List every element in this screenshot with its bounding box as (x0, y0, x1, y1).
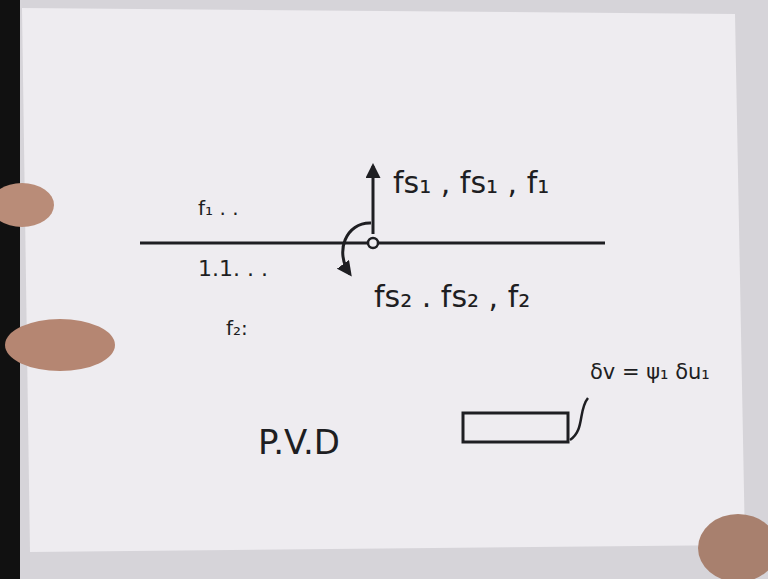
note-label: f₁ . . (198, 198, 239, 218)
node-point (368, 238, 378, 248)
moment-arrow (343, 223, 371, 274)
dark-edge (0, 0, 20, 579)
method-label: P.V.D (258, 425, 340, 459)
force-arrow (372, 166, 375, 234)
finger (0, 183, 54, 227)
force-label: fs₂ . fs₂ , f₂ (374, 282, 530, 312)
note-label: 1.1. . . (198, 258, 268, 280)
finger (698, 514, 768, 579)
paper-sheet (22, 8, 745, 552)
element-box (463, 413, 568, 442)
equation-label: δv = ψ₁ δu₁ (590, 362, 710, 383)
leader-line (570, 398, 588, 440)
finger (5, 319, 115, 371)
force-label: fs₁ , fs₁ , f₁ (393, 168, 549, 198)
note-label: f₂: (226, 318, 248, 338)
